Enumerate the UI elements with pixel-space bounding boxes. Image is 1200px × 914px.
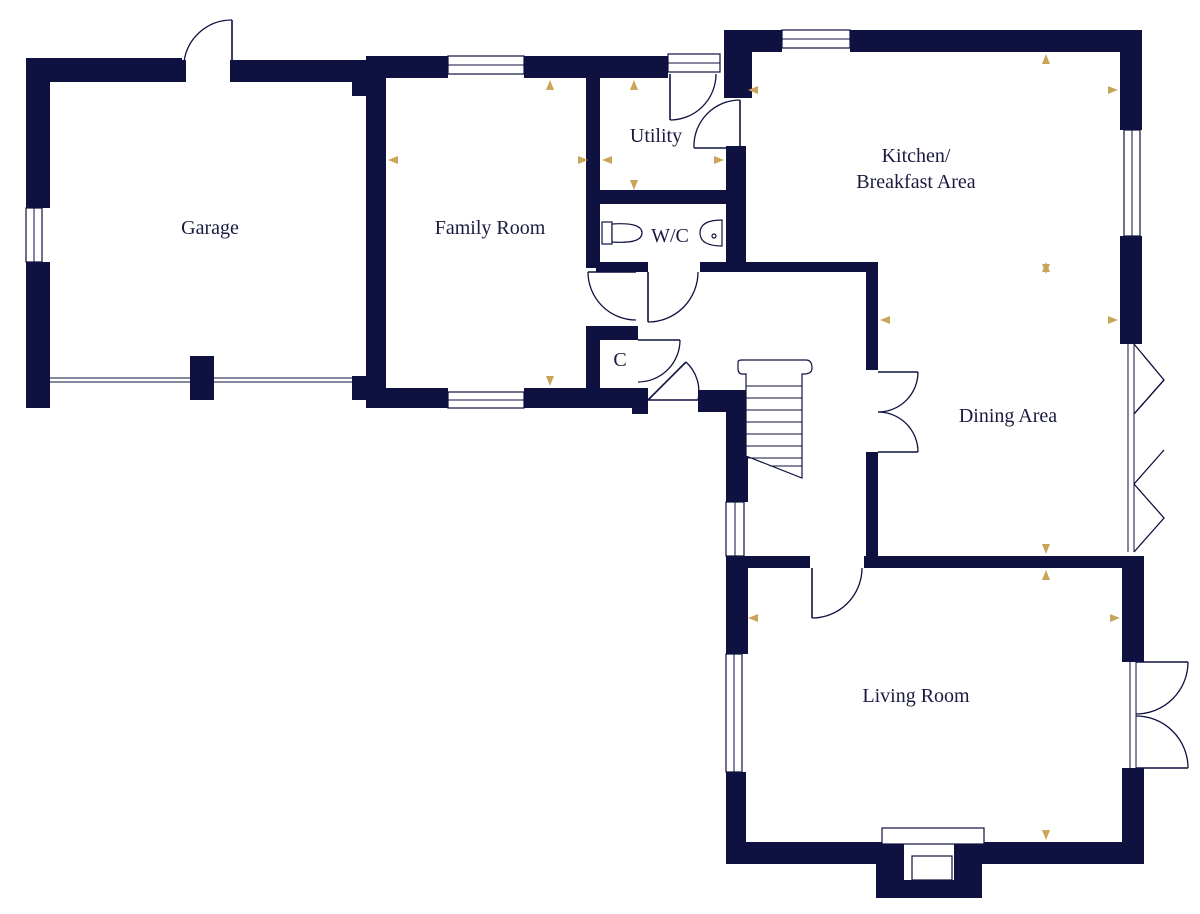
living-room-side-window <box>725 653 743 773</box>
cupboard-door <box>637 339 681 383</box>
living-room-door <box>811 567 863 619</box>
hall-window <box>725 501 745 557</box>
toilet-icon <box>601 221 643 245</box>
kitchen-door-from-utility <box>693 99 741 149</box>
hall-door <box>647 361 700 401</box>
dining-bifold-doors <box>1127 343 1165 553</box>
living-room-french-doors <box>1129 661 1189 769</box>
kitchen-dining-walls <box>724 30 1142 564</box>
room-label-utility: Utility <box>630 125 682 147</box>
living-room-walls <box>726 556 1144 898</box>
garage-walls <box>26 58 368 408</box>
family-room-walls <box>366 56 668 408</box>
utility-window <box>667 53 721 73</box>
utility-door <box>669 73 717 121</box>
hall-walls <box>698 390 1144 654</box>
wash-basin-icon <box>699 219 723 247</box>
family-room-bottom-window <box>447 391 525 409</box>
family-room-top-window <box>447 55 525 75</box>
cupboard-walls <box>596 326 648 414</box>
wc-door <box>587 271 699 323</box>
room-label-living: Living Room <box>862 685 970 707</box>
room-label-cupboard: C <box>613 349 626 371</box>
room-label-wc: W/C <box>651 225 689 247</box>
room-label-dining: Dining Area <box>959 405 1057 427</box>
staircase <box>737 359 813 479</box>
kitchen-top-window <box>781 29 851 49</box>
garage-window <box>25 207 43 263</box>
wc-walls <box>596 262 876 272</box>
fireplace <box>881 827 985 881</box>
kitchen-side-window <box>1123 129 1141 237</box>
garage-side-door <box>180 19 236 82</box>
room-label-garage: Garage <box>181 217 239 239</box>
room-label-family-room: Family Room <box>435 217 546 239</box>
dining-double-doors <box>877 371 919 453</box>
measurement-arrows <box>388 54 1120 840</box>
room-label-kitchen-line1: Kitchen/ <box>882 145 951 167</box>
garage-up-and-over-door <box>50 377 352 383</box>
room-label-kitchen-line2: Breakfast Area <box>856 171 976 193</box>
